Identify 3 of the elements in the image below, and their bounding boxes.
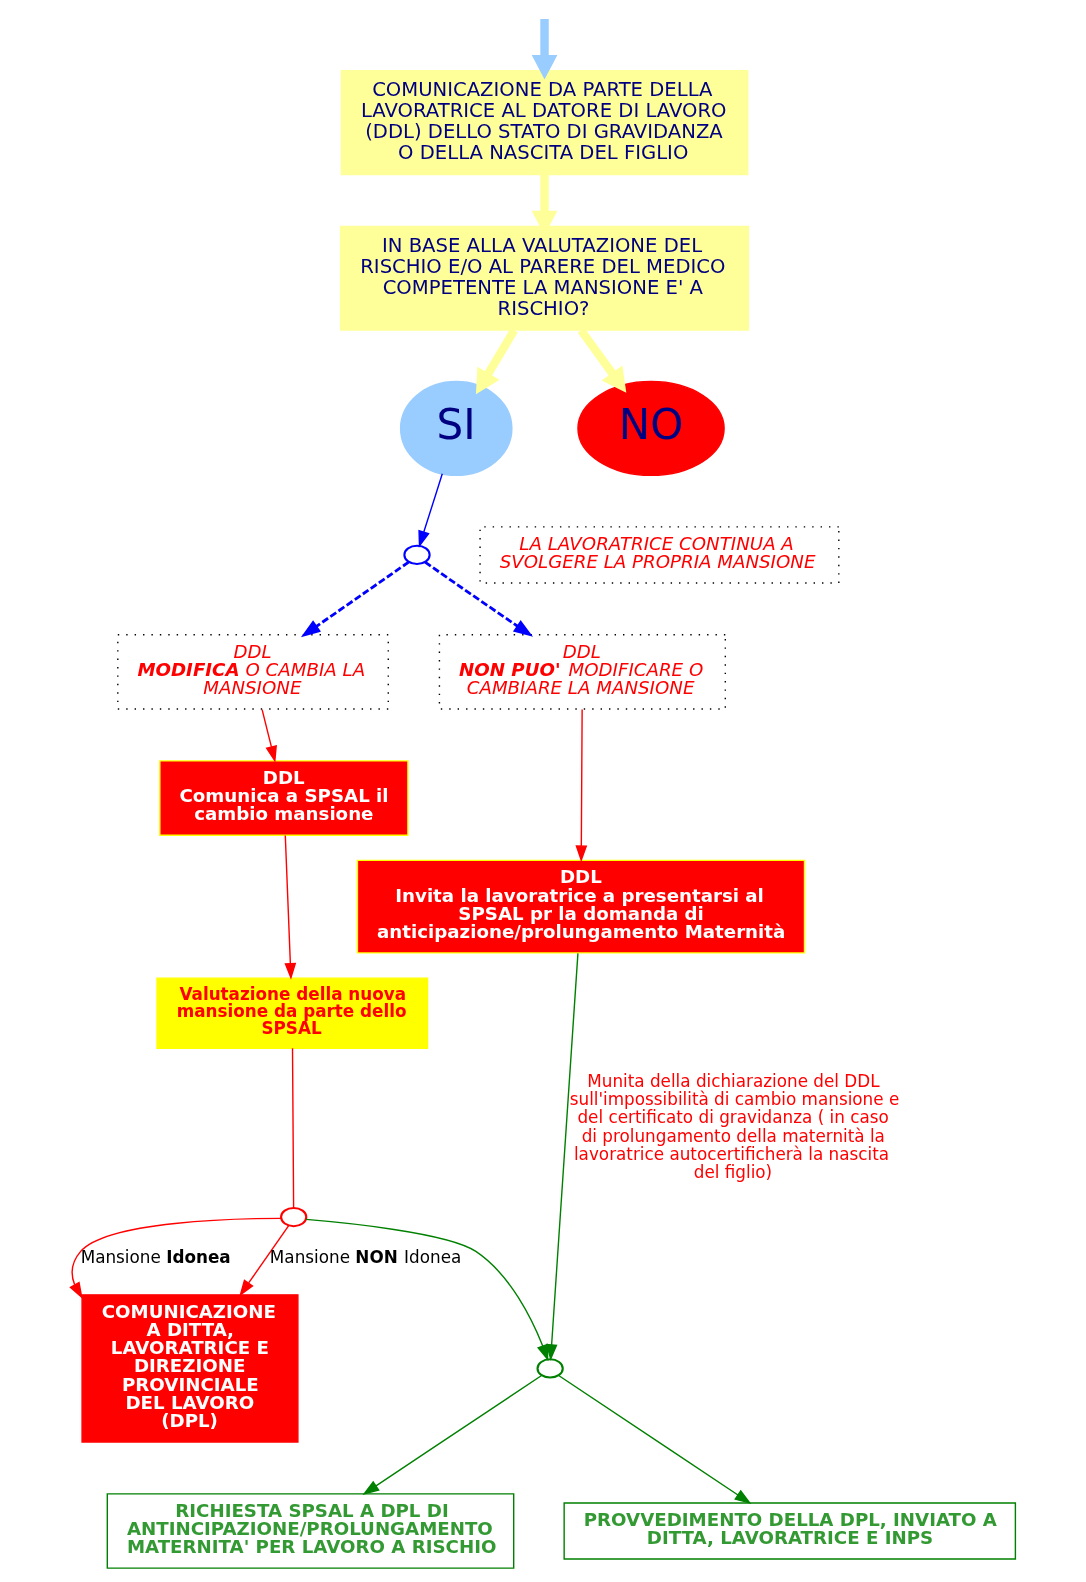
edge-label: Munita della dichiarazione del DDL sull'impossibilità di cambio mansione e del certificato di gravidanza ( in caso di prolungamento della maternità la lavoratrice autocertificherà la nascita del figlio) [569,1070,899,1182]
edge-label: Mansione NON Idonea [269,1247,461,1268]
edge-label: Mansione Idonea [80,1247,231,1268]
